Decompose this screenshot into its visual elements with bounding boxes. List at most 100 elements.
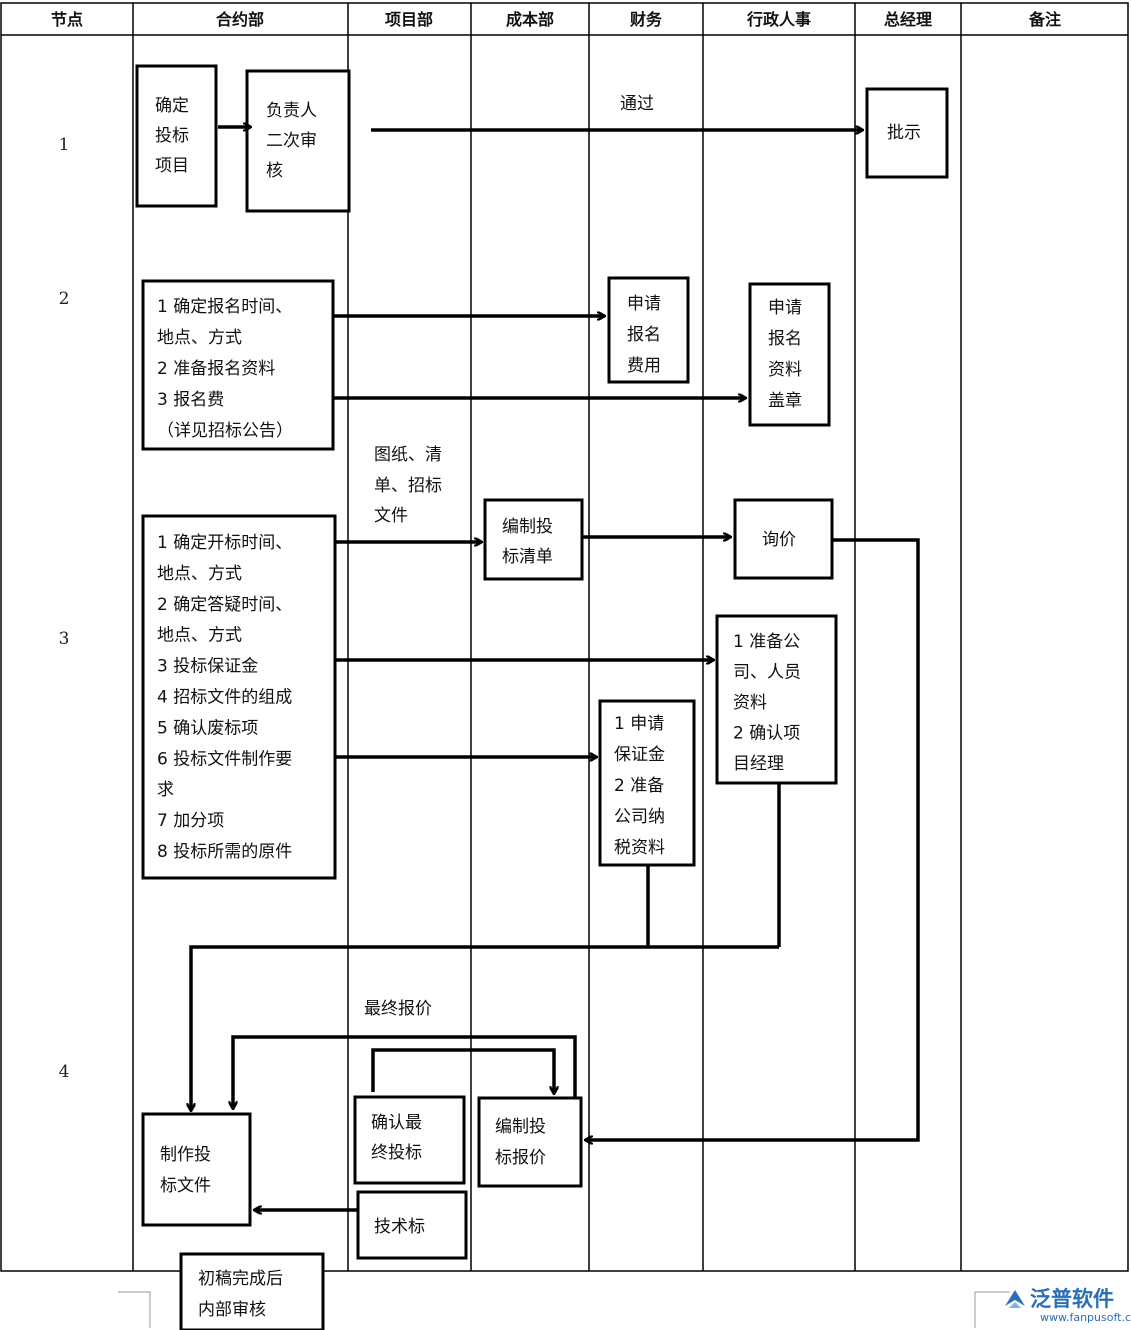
b7-line-2: 标清单 — [502, 547, 553, 567]
b4-line-2: 地点、方式 — [157, 328, 242, 348]
lane-header-general-manager: 总经理 — [884, 10, 932, 29]
box-apply-registration-fee — [607, 276, 690, 384]
box-bid-requirements — [141, 514, 337, 880]
b4-line-1: 1 确定报名时间、 — [157, 297, 292, 317]
box-draft-internal-review — [179, 1252, 325, 1330]
b6-line-3: 资料 — [768, 360, 802, 380]
label-drawings-line-3: 文件 — [374, 506, 408, 526]
b5-line-3: 费用 — [627, 356, 661, 376]
node-number-4: 4 — [59, 1062, 70, 1082]
node-number-3: 3 — [59, 629, 70, 649]
lane-header-node: 节点 — [51, 10, 83, 29]
b9-line-8: 6 投标文件制作要 — [157, 749, 292, 769]
b9-line-10: 7 加分项 — [157, 811, 224, 831]
b8-line-1: 询价 — [762, 530, 796, 550]
box-registration-prep — [141, 279, 335, 451]
b10-line-4: 2 确认项 — [733, 724, 800, 744]
b5-line-2: 报名 — [627, 325, 661, 345]
page-corner-marks — [118, 1291, 1010, 1328]
b9-line-11: 8 投标所需的原件 — [157, 842, 292, 862]
node-number-1: 1 — [59, 135, 70, 155]
b12-line-2: 标文件 — [160, 1176, 211, 1196]
b6-line-4: 盖章 — [768, 391, 802, 411]
box-company-staff-docs — [715, 614, 838, 785]
b4-line-4: 3 报名费 — [157, 390, 224, 410]
box-deposit-tax-docs — [598, 699, 696, 867]
lane-header-admin-hr: 行政人事 — [746, 10, 811, 29]
b9-line-9: 求 — [157, 780, 174, 800]
b1-line-2: 投标 — [155, 126, 189, 146]
label-pass: 通过 — [620, 94, 654, 114]
box-bid-quotation — [477, 1096, 583, 1188]
b15-line-1: 技术标 — [374, 1217, 425, 1237]
lane-header-finance: 财务 — [629, 10, 663, 29]
b12-line-1: 制作投 — [160, 1145, 211, 1165]
brand-name: 泛普软件 — [1030, 1287, 1114, 1311]
node-number-2: 2 — [59, 289, 70, 309]
b2-line-2: 二次审 — [266, 131, 317, 151]
b10-line-5: 目经理 — [733, 754, 784, 774]
label-drawings-line-2: 单、招标 — [374, 476, 442, 496]
label-drawings-line-1: 图纸、清 — [374, 445, 442, 465]
lane-header-remarks: 备注 — [1028, 10, 1061, 29]
swimlane-grid — [0, 2, 1129, 1272]
arrow-final-quote-loop — [371, 1048, 554, 1093]
arrow-merge-to-bid-docs — [191, 945, 779, 1110]
b4-line-3: 2 准备报名资料 — [157, 359, 275, 379]
box-make-bid-docs — [141, 1112, 252, 1227]
node-numbers: 1 2 3 4 — [59, 135, 70, 1082]
brand-watermark: 泛普软件 www.fanpusoft.com — [1005, 1287, 1131, 1324]
b9-line-1: 1 确定开标时间、 — [157, 533, 292, 553]
b14-line-2: 标报价 — [495, 1148, 546, 1168]
box-confirm-bid-project — [135, 64, 218, 208]
b4-line-5: （详见招标公告） — [157, 421, 293, 441]
arrow-quotation-to-bid-docs — [233, 1035, 577, 1108]
b9-line-7: 5 确认废标项 — [157, 718, 258, 738]
b13-line-1: 确认最 — [371, 1113, 422, 1133]
lane-headers: 节点 合约部 项目部 成本部 财务 行政人事 总经理 备注 — [51, 10, 1061, 29]
fanpu-logo-icon — [1005, 1290, 1025, 1308]
b9-line-5: 3 投标保证金 — [157, 657, 258, 677]
b11-line-2: 保证金 — [614, 745, 665, 765]
box-bid-bill — [483, 498, 584, 581]
lane-header-contract-dept: 合约部 — [216, 10, 264, 29]
box-owner-second-review — [245, 69, 351, 213]
b9-line-4: 地点、方式 — [157, 626, 242, 646]
b11-line-4: 公司纳 — [614, 807, 665, 827]
b16-line-2: 内部审核 — [198, 1300, 266, 1320]
arrow-inquiry-to-quotation — [586, 538, 920, 1140]
b14-line-1: 编制投 — [495, 1117, 546, 1137]
b16-line-1: 初稿完成后 — [198, 1269, 283, 1289]
b13-line-2: 终投标 — [371, 1143, 422, 1163]
b9-line-3: 2 确定答疑时间、 — [157, 595, 292, 615]
b6-line-1: 申请 — [768, 298, 802, 318]
b2-line-3: 核 — [266, 161, 283, 181]
edge-labels: 通过 图纸、清 单、招标 文件 最终报价 — [364, 94, 654, 1019]
b1-line-1: 确定 — [155, 96, 189, 116]
b10-line-3: 资料 — [733, 693, 767, 713]
brand-url: www.fanpusoft.com — [1040, 1311, 1131, 1324]
connectors — [191, 127, 920, 1210]
b3-line-1: 批示 — [887, 123, 921, 143]
box-technical-bid — [356, 1190, 468, 1260]
box-gm-approval — [865, 87, 949, 179]
box-registration-seal — [748, 282, 831, 427]
b2-line-1: 负责人 — [266, 101, 317, 121]
b7-line-1: 编制投 — [502, 517, 553, 537]
b5-line-1: 申请 — [627, 294, 661, 314]
box-confirm-final-bid — [353, 1095, 466, 1185]
lane-header-cost-dept: 成本部 — [506, 10, 554, 29]
b9-line-6: 4 招标文件的组成 — [157, 688, 292, 708]
box-inquiry — [733, 498, 834, 580]
b9-line-2: 地点、方式 — [157, 564, 242, 584]
b11-line-3: 2 准备 — [614, 776, 664, 796]
b11-line-5: 税资料 — [614, 838, 665, 858]
b11-line-1: 1 申请 — [614, 714, 664, 734]
b1-line-3: 项目 — [155, 156, 189, 176]
b10-line-1: 1 准备公 — [733, 632, 800, 652]
label-final-quote: 最终报价 — [364, 999, 432, 1019]
b10-line-2: 司、人员 — [733, 663, 801, 683]
lane-header-project-dept: 项目部 — [385, 10, 433, 29]
